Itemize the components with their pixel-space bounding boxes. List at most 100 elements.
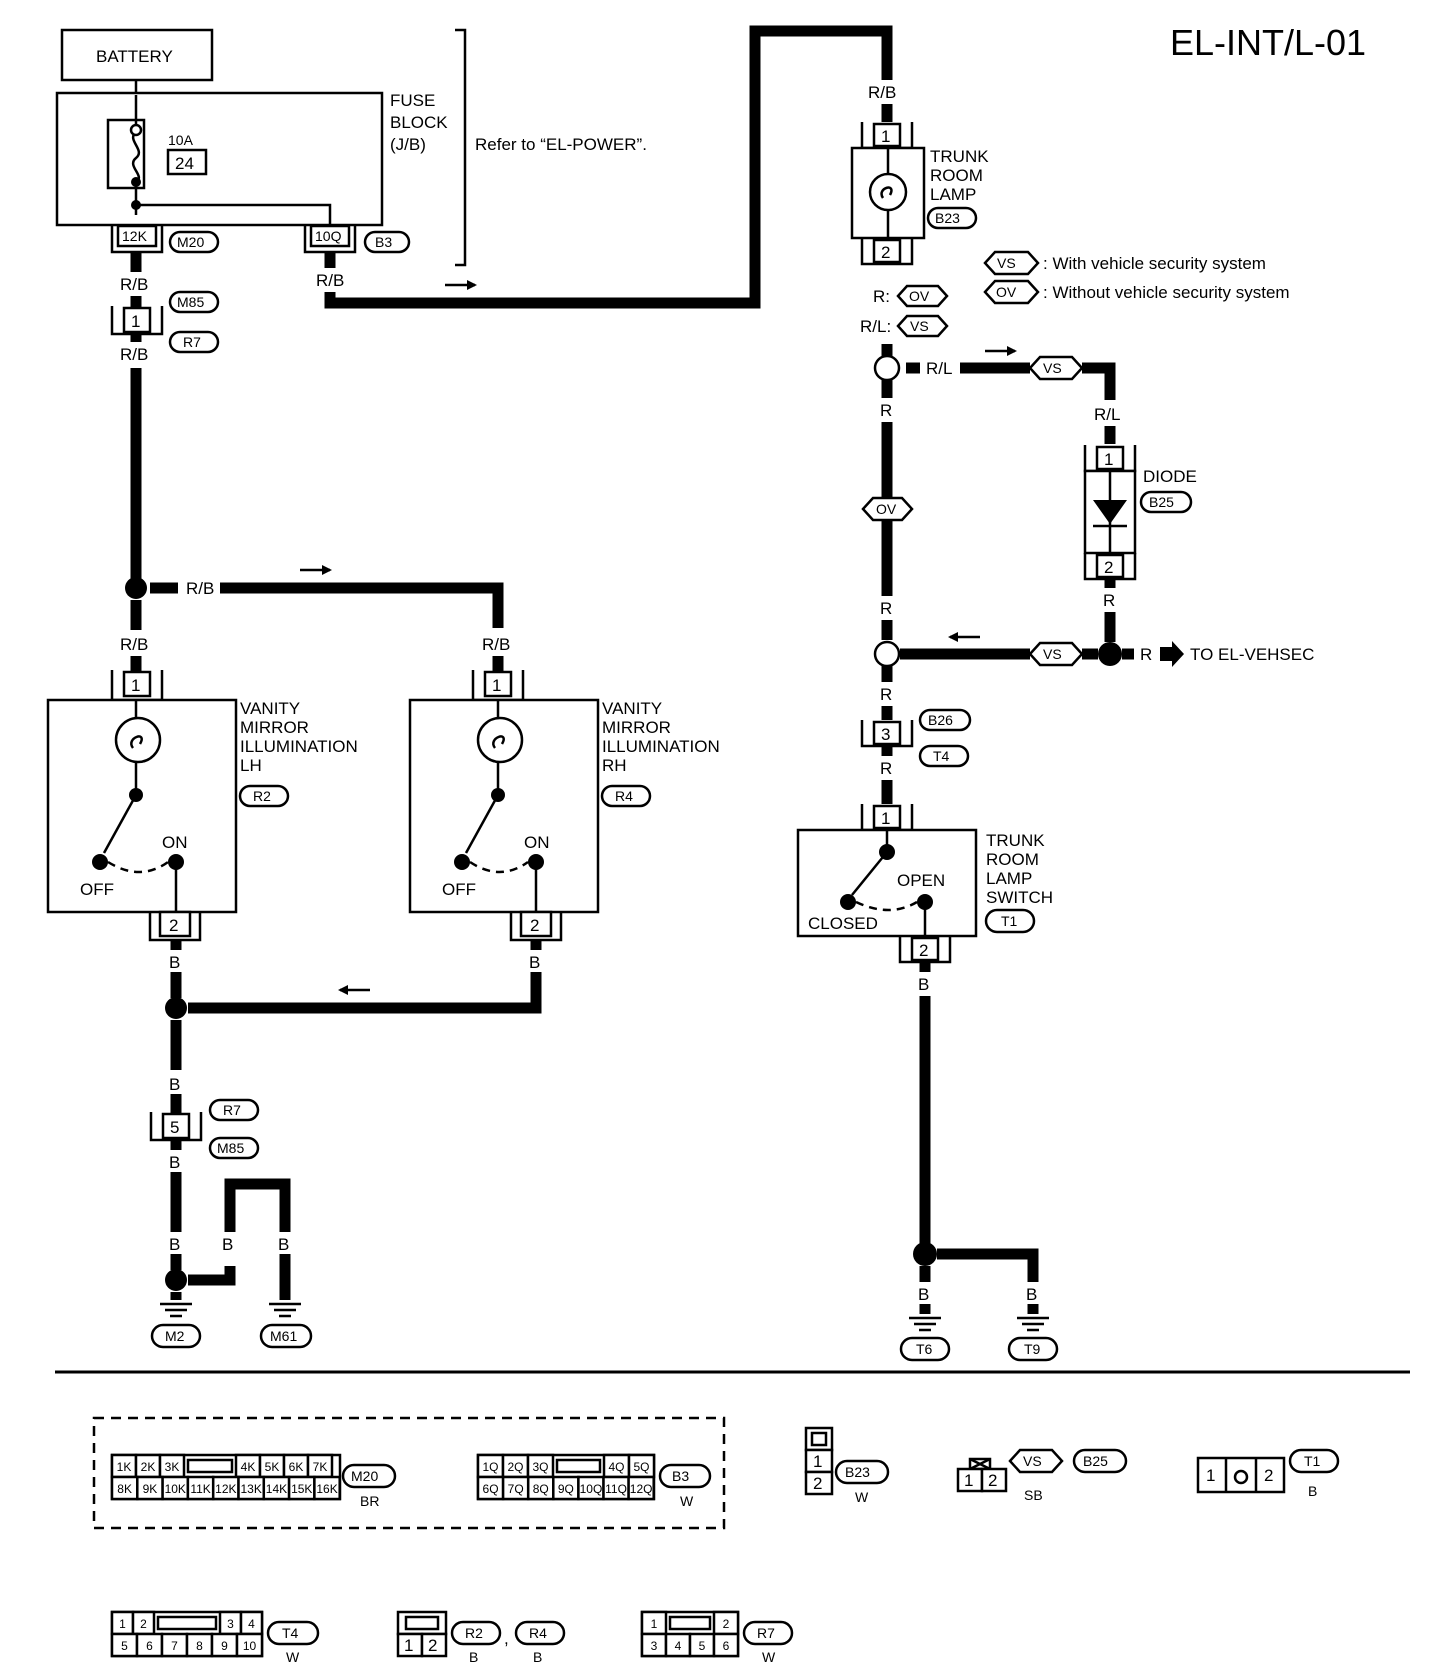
t4-top-pin-label: 1 [119, 1617, 126, 1631]
wire-label-rl-2: R/L [1094, 405, 1120, 424]
battery-label: BATTERY [96, 47, 173, 66]
ground-m2-label: M2 [165, 1328, 185, 1344]
r-prefix: R: [873, 287, 890, 306]
rh-pin1-label: 1 [492, 676, 501, 695]
wire-label-rb-5: R/B [482, 635, 510, 654]
b23-view-pin1: 1 [813, 1452, 822, 1471]
b3-top-key [555, 1458, 602, 1474]
r7-top-pin-label: 2 [723, 1617, 730, 1631]
r7-top-key [668, 1615, 712, 1631]
tag-vs-3-label: VS [1043, 646, 1062, 662]
conn-r7-label: R7 [183, 334, 201, 350]
tag-ov-2-label: OV [876, 501, 897, 517]
tag-vs-1-label: VS [910, 318, 929, 334]
terminal-12k-label: 12K [122, 228, 148, 244]
connector-view-m20-color: BR [360, 1493, 379, 1509]
m20-bot-cell [313, 1475, 341, 1501]
b3-bot-pin-label: 9Q [558, 1482, 574, 1496]
conn-m85-label: M85 [177, 294, 204, 310]
b3-top-pin-label: 3Q [532, 1460, 548, 1474]
b3-bot-pin-label: 10Q [580, 1482, 603, 1496]
connector-view-b25: 1 2 VS SB B25 [956, 1448, 1128, 1503]
m20-top-pin-label: 1K [117, 1460, 132, 1474]
t4-top-pin-label: 3 [227, 1617, 234, 1631]
m20-bot-pin-label: 12K [215, 1482, 236, 1496]
connector-view-b3-label: B3 [672, 1468, 689, 1484]
wire-label-rb-7: R/B [868, 83, 896, 102]
t4-bot-pin-label: 7 [171, 1639, 178, 1653]
m20-bot-pin-label: 9K [143, 1482, 158, 1496]
conn-b26-tag [918, 708, 972, 732]
tag-vs-2-label: VS [1043, 360, 1062, 376]
trunk-lamp-pin2-label: 2 [881, 243, 890, 262]
m20-top-pin-label: 6K [289, 1460, 304, 1474]
connector-view-b23-color: W [855, 1489, 869, 1505]
lh-on-label: ON [162, 833, 188, 852]
connector-view-r7-label: R7 [757, 1625, 775, 1641]
wire-label-rl-1: R/L [926, 359, 952, 378]
rh-label-4: RH [602, 756, 627, 775]
junction-rb [125, 577, 147, 599]
wire-label-r-2: R [880, 401, 892, 420]
junction-b-ground [165, 1269, 187, 1291]
m20-top-key [186, 1458, 234, 1474]
ground-m61-icon [269, 1302, 301, 1318]
wire-label-rb-1: R/B [120, 275, 148, 294]
trunk-lamp-label-2: ROOM [930, 166, 983, 185]
r2-view-pin2: 2 [428, 1636, 437, 1655]
junction-r-vehsec [1098, 642, 1122, 666]
b23-view-pin2: 2 [813, 1474, 822, 1493]
connector-view-t4-label: T4 [282, 1625, 299, 1641]
m20-bot-pin-label: 10K [165, 1482, 186, 1496]
connector-view-b23: 1 2 B23 W [804, 1426, 890, 1505]
fuse-amp: 10A [168, 132, 194, 148]
ground-t9-icon [1017, 1316, 1049, 1332]
wire-label-b-8: B [918, 975, 929, 994]
t4-bot-pin-label: 6 [146, 1639, 153, 1653]
diode-pin2 [1095, 553, 1125, 579]
lh-lamp-icon [114, 716, 162, 764]
diagram-title: EL-INT/L-01 [1170, 22, 1366, 63]
diode-label: DIODE [1143, 467, 1197, 486]
conn-m85-tag [168, 290, 220, 314]
power-bracket [455, 28, 467, 267]
m20-bot-pin-label: 11K [190, 1482, 210, 1496]
tag-ov-1-label: OV [909, 288, 930, 304]
rh-label-3: ILLUMINATION [602, 737, 720, 756]
m20-top-pin-label: 2K [141, 1460, 156, 1474]
wire-label-r-3: R [880, 599, 892, 618]
connector-view-m20-tag [341, 1463, 397, 1489]
conn-r7-tag-2 [208, 1098, 260, 1122]
wire-label-rb-4: R/B [120, 635, 148, 654]
lh-pin2 [158, 910, 192, 938]
battery-box [60, 28, 214, 82]
ground-t9-tag [1007, 1336, 1059, 1362]
conn-t4-tag [918, 744, 970, 768]
b3-top-pin-label: 2Q [507, 1460, 523, 1474]
wire-label-rb-3: R/B [186, 579, 214, 598]
connector-view-m20-label: M20 [351, 1468, 378, 1484]
b3-top-pin-label: 4Q [608, 1460, 624, 1474]
b3-top-pin-label: 1Q [482, 1460, 498, 1474]
connector-view-r2-r4-separator: , [504, 1629, 509, 1648]
conn-b25-tag [1139, 490, 1193, 514]
trunk-switch-pin1-label: 1 [881, 809, 890, 828]
m20-top-pin-label: 5K [265, 1460, 280, 1474]
conn-b23-label: B23 [935, 210, 960, 226]
tag-ov-2 [861, 496, 914, 522]
conn-b26-pin3 [872, 720, 902, 746]
conn-r2-tag [238, 784, 290, 808]
connector-view-b25-color: SB [1024, 1487, 1043, 1503]
terminal-10q [309, 224, 351, 248]
rh-off-label: OFF [442, 880, 476, 899]
conn-b3-label: B3 [375, 234, 392, 250]
t4-top-pin-label: 2 [140, 1617, 147, 1631]
rh-label-1: VANITY [602, 699, 662, 718]
refer-el-power: Refer to “EL-POWER”. [475, 135, 647, 154]
arrow-right-icon [1160, 641, 1184, 667]
connector-view-t1: 1 2 T1 B [1196, 1448, 1340, 1499]
